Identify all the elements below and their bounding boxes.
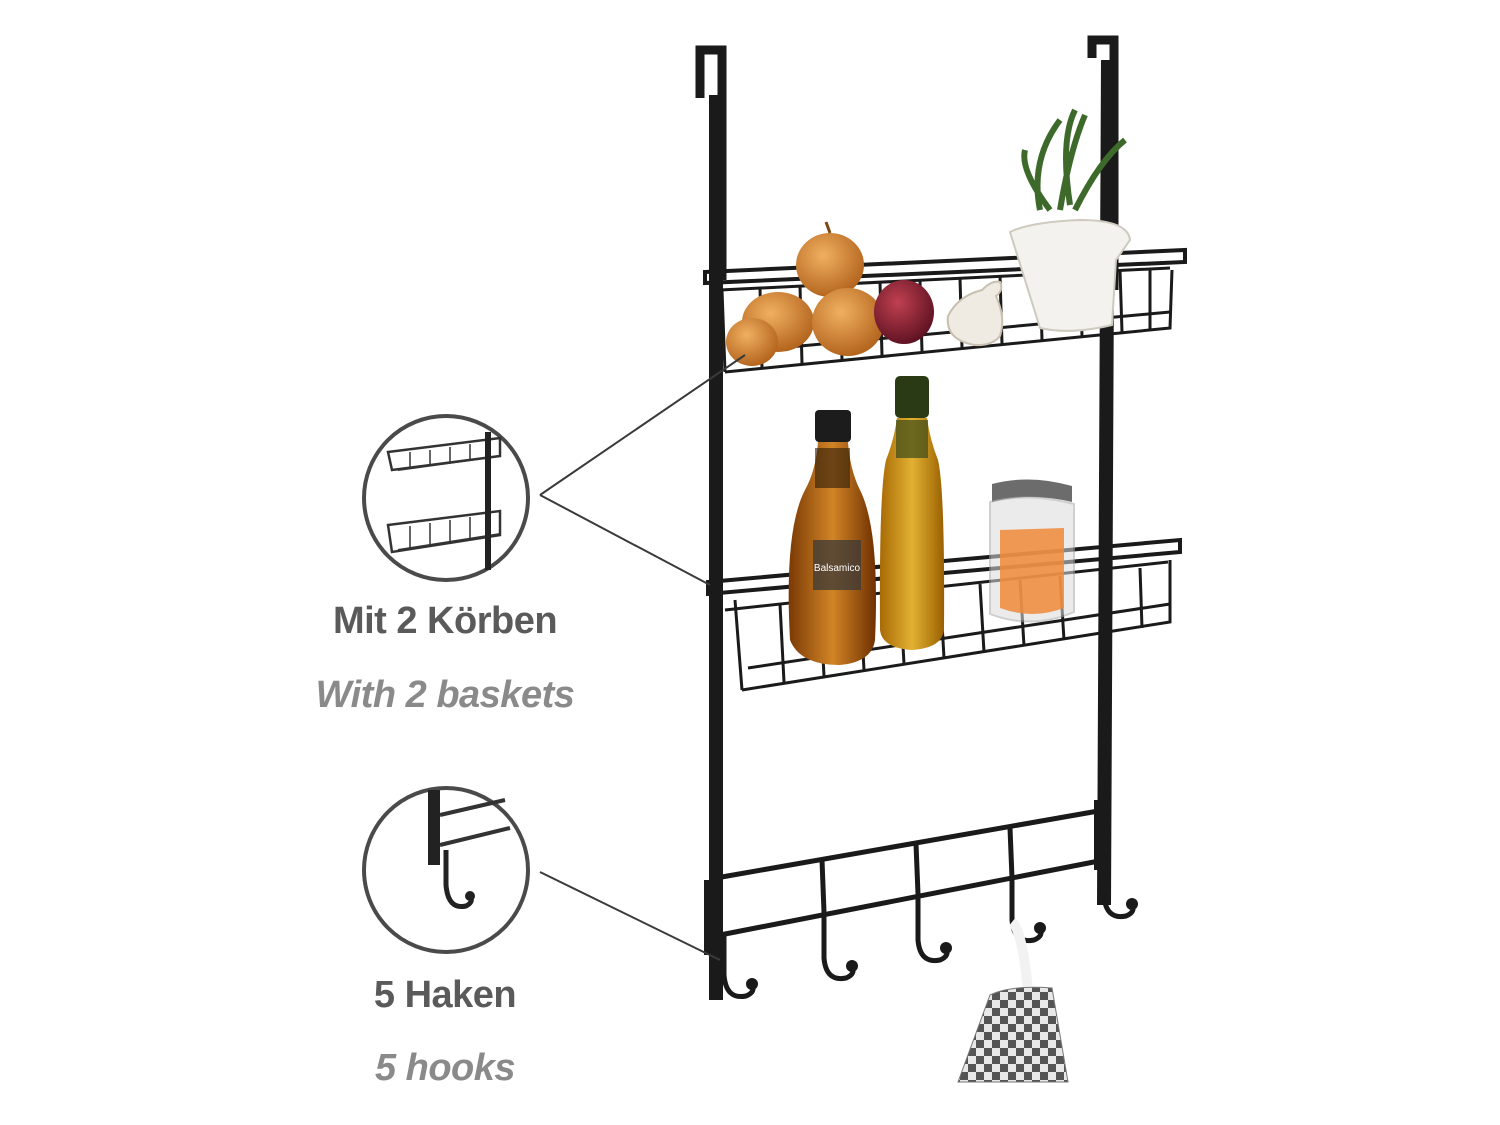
rack-frame <box>695 35 1119 1000</box>
baskets-detail-callout <box>362 354 746 586</box>
hooks-detail-callout <box>362 786 721 961</box>
vinegar-label: Balsamico <box>814 563 861 574</box>
onions-icon <box>726 221 934 366</box>
hooks-title-en: 5 hooks <box>374 1047 516 1089</box>
hooks-title-de: 5 Haken <box>373 974 517 1016</box>
baskets-title-en: With 2 baskets <box>315 674 575 716</box>
towel-icon <box>957 918 1069 1083</box>
herb-pot-icon <box>1008 108 1132 332</box>
hooks <box>721 860 1136 1000</box>
hook-rail <box>704 800 1106 955</box>
jar-icon <box>989 479 1075 623</box>
oil-bottle-icon <box>879 376 945 650</box>
baskets-title-de: Mit 2 Körben <box>332 600 558 642</box>
vinegar-bottle-icon: Balsamico <box>788 410 876 665</box>
garlic-icon <box>946 280 1004 347</box>
